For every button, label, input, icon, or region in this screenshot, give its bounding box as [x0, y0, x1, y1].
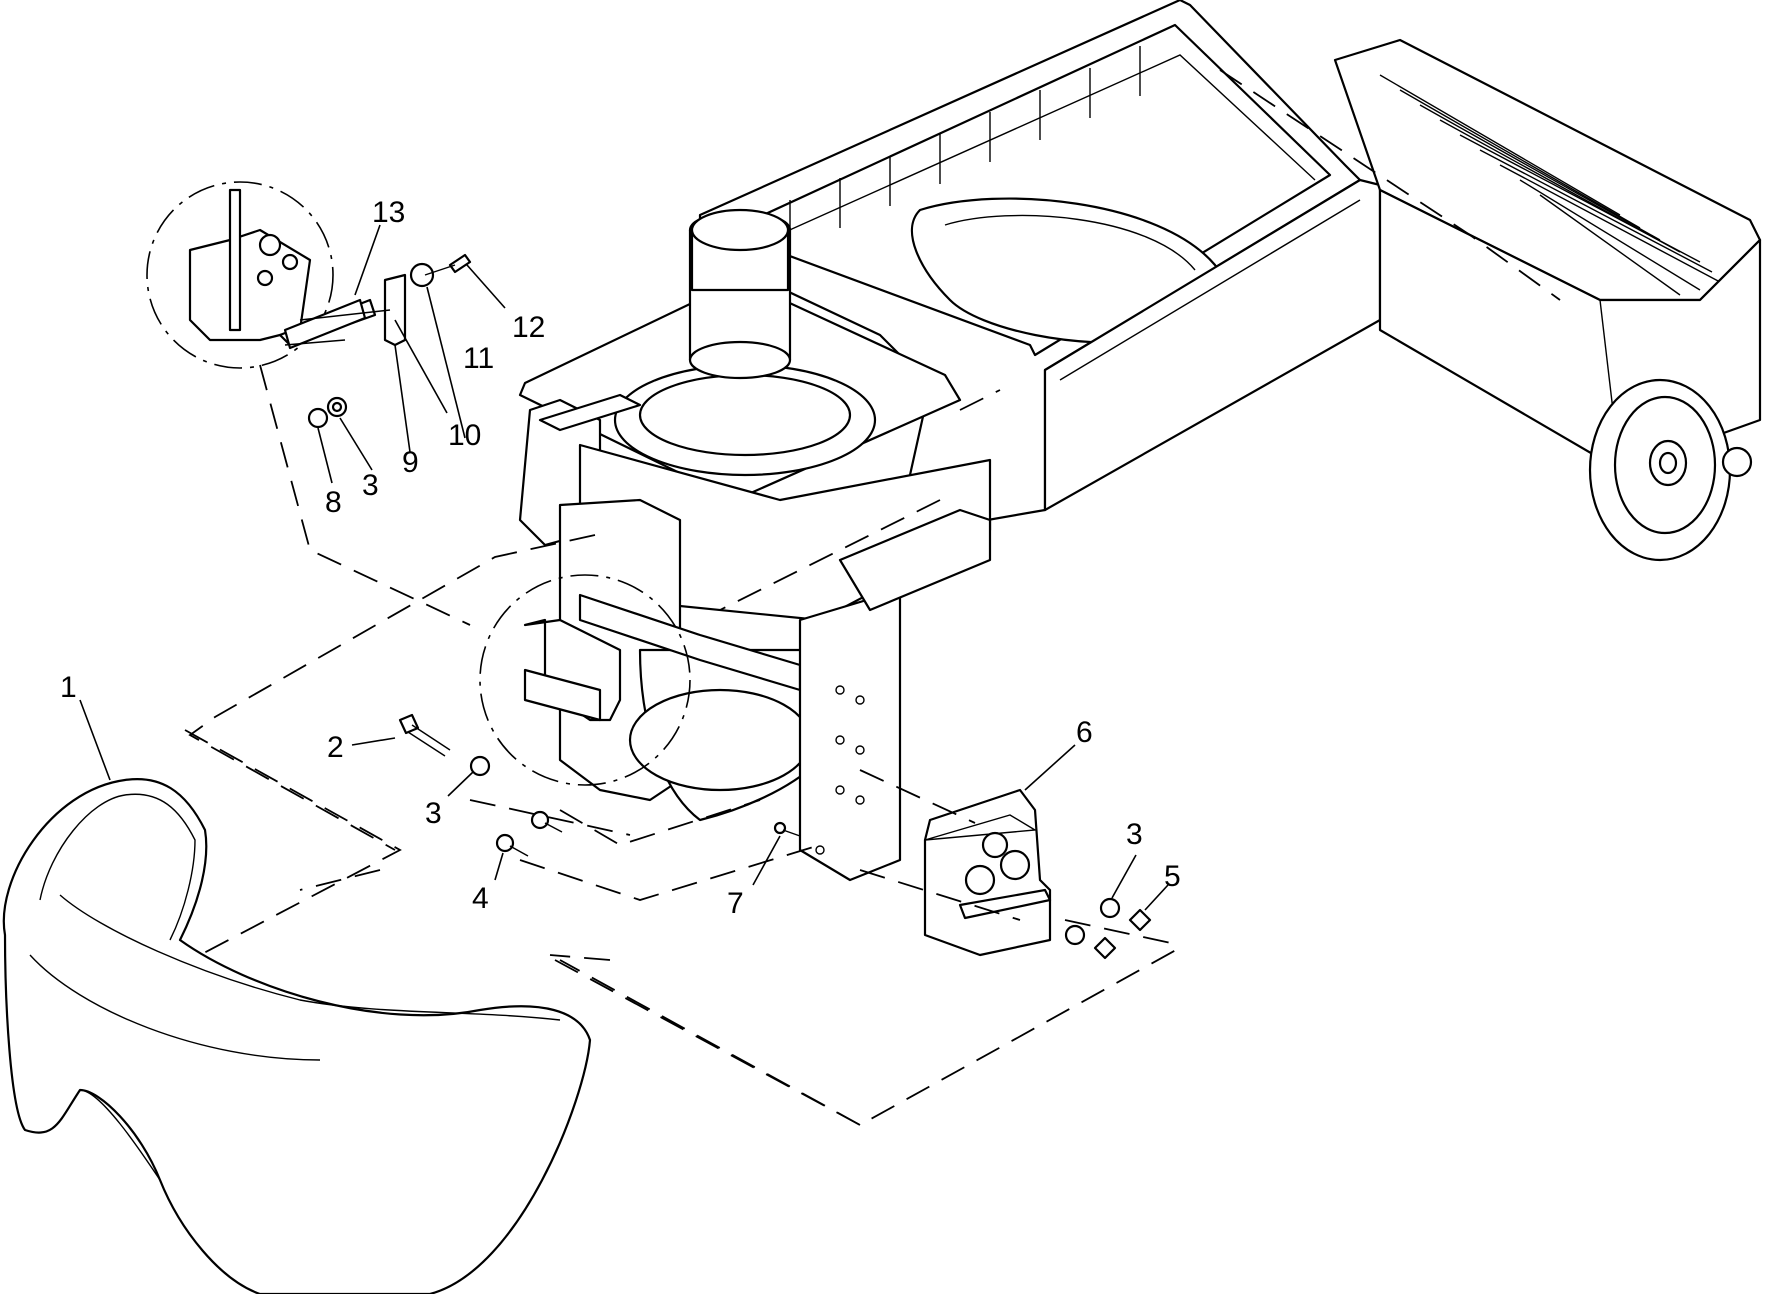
callout-13: 13	[372, 196, 405, 229]
callout-3-detail: 3	[362, 469, 379, 502]
detail-view-bracket	[146, 181, 472, 429]
bumper-block	[923, 788, 1052, 957]
screw	[495, 810, 563, 857]
callout-1: 1	[60, 671, 77, 704]
nut	[1093, 908, 1152, 960]
drive-unit	[518, 208, 992, 882]
hex-bolt	[398, 713, 451, 757]
rear-caster-wheel	[1588, 378, 1753, 562]
leader-lines	[79, 224, 1169, 911]
assembly-lines	[184, 69, 1561, 1127]
callout-labels: 1 2 3 4 7 6 3 5 8 3 9 10 11 12 13	[60, 196, 1181, 920]
callout-4: 4	[472, 882, 489, 915]
callout-12: 12	[512, 311, 545, 344]
washer	[1064, 924, 1086, 946]
washer	[1099, 897, 1121, 919]
hardware	[398, 713, 1152, 960]
callout-3-block: 3	[1126, 818, 1143, 851]
callout-7: 7	[727, 887, 744, 920]
callout-2: 2	[327, 731, 344, 764]
callout-8: 8	[325, 486, 342, 519]
callout-6: 6	[1076, 716, 1093, 749]
callout-9: 9	[402, 446, 419, 479]
callout-5: 5	[1164, 860, 1181, 893]
pin	[773, 821, 801, 837]
detail-view-housing	[479, 574, 691, 786]
callout-3-bumper: 3	[425, 797, 442, 830]
bumper-cover	[2, 778, 592, 1294]
chassis-frame	[698, 0, 1382, 532]
callout-10: 10	[448, 419, 481, 452]
washer	[469, 755, 491, 777]
callout-11: 11	[463, 342, 494, 375]
